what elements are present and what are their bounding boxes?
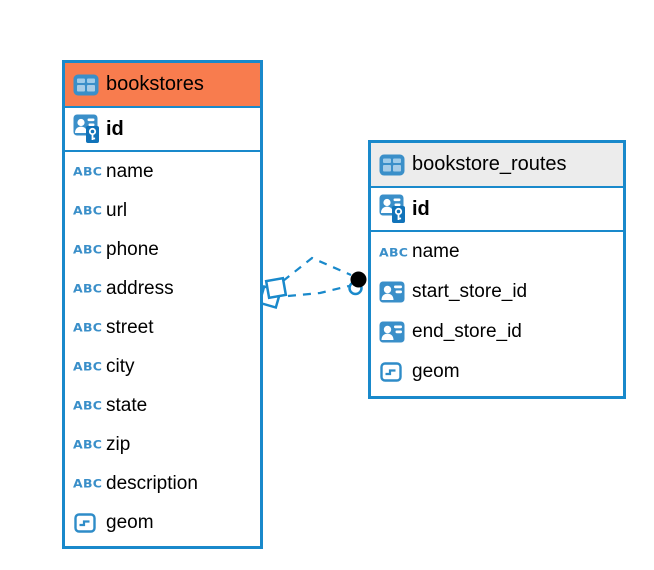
column-name: address: [106, 277, 174, 299]
column-row[interactable]: ABC state: [65, 386, 260, 425]
table-bookstores[interactable]: bookstores id ABC name: [62, 60, 263, 549]
column-row[interactable]: ABC phone: [65, 230, 260, 269]
text-type-icon: ABC: [379, 245, 409, 259]
column-name: name: [412, 241, 460, 262]
column-name: start_store_id: [412, 281, 528, 302]
column-row[interactable]: geom: [65, 503, 260, 542]
text-type-icon: ABC: [73, 359, 103, 374]
geometry-type-icon: [73, 511, 103, 535]
column-name: end_store_id: [412, 321, 522, 342]
reference-type-icon: [379, 280, 409, 304]
table-title: bookstores: [106, 73, 204, 95]
column-name: geom: [106, 511, 154, 533]
text-type-icon: ABC: [73, 320, 103, 335]
column-row[interactable]: ABC name: [371, 232, 623, 272]
text-type-icon: ABC: [73, 203, 103, 218]
column-name: id: [412, 197, 430, 220]
column-row[interactable]: ABC address: [65, 269, 260, 308]
column-name: state: [106, 394, 148, 416]
table-icon: [73, 74, 103, 96]
column-name: name: [106, 160, 154, 182]
column-row[interactable]: ABC zip: [65, 425, 260, 464]
table-header[interactable]: bookstore_routes: [371, 143, 623, 188]
column-row[interactable]: geom: [371, 352, 623, 392]
column-name: geom: [412, 361, 460, 382]
many-end-marker: [257, 276, 288, 310]
table-icon: [379, 154, 409, 176]
table-title: bookstore_routes: [412, 153, 567, 175]
relationship-line-2[interactable]: [287, 284, 350, 298]
text-type-icon: ABC: [73, 476, 103, 491]
table-bookstore-routes[interactable]: bookstore_routes id ABC name: [368, 140, 626, 399]
column-row[interactable]: ABC name: [65, 152, 260, 191]
column-row[interactable]: ABC city: [65, 347, 260, 386]
column-list: ABC name ABC url ABC phone ABC address A…: [65, 152, 260, 542]
column-row[interactable]: ABC street: [65, 308, 260, 347]
primary-key-icon: [379, 193, 409, 225]
column-name: city: [106, 355, 135, 377]
text-type-icon: ABC: [73, 398, 103, 413]
primary-key-row[interactable]: id: [371, 188, 623, 232]
column-name: id: [106, 117, 124, 140]
primary-key-row[interactable]: id: [65, 108, 260, 152]
column-list: ABC name start_store_id: [371, 232, 623, 392]
relationship-line-1[interactable]: [282, 256, 352, 282]
geometry-type-icon: [379, 360, 409, 384]
column-row[interactable]: end_store_id: [371, 312, 623, 352]
column-name: street: [106, 316, 154, 338]
column-row[interactable]: ABC url: [65, 191, 260, 230]
column-row[interactable]: start_store_id: [371, 272, 623, 312]
one-end-marker: [348, 271, 367, 296]
column-name: zip: [106, 433, 131, 455]
text-type-icon: ABC: [73, 437, 103, 452]
column-name: url: [106, 199, 128, 221]
text-type-icon: ABC: [73, 164, 103, 179]
table-header[interactable]: bookstores: [65, 63, 260, 108]
text-type-icon: ABC: [73, 242, 103, 257]
text-type-icon: ABC: [73, 281, 103, 296]
reference-type-icon: [379, 320, 409, 344]
column-name: phone: [106, 238, 159, 260]
column-row[interactable]: ABC description: [65, 464, 260, 503]
primary-key-icon: [73, 113, 103, 145]
column-name: description: [106, 472, 198, 494]
